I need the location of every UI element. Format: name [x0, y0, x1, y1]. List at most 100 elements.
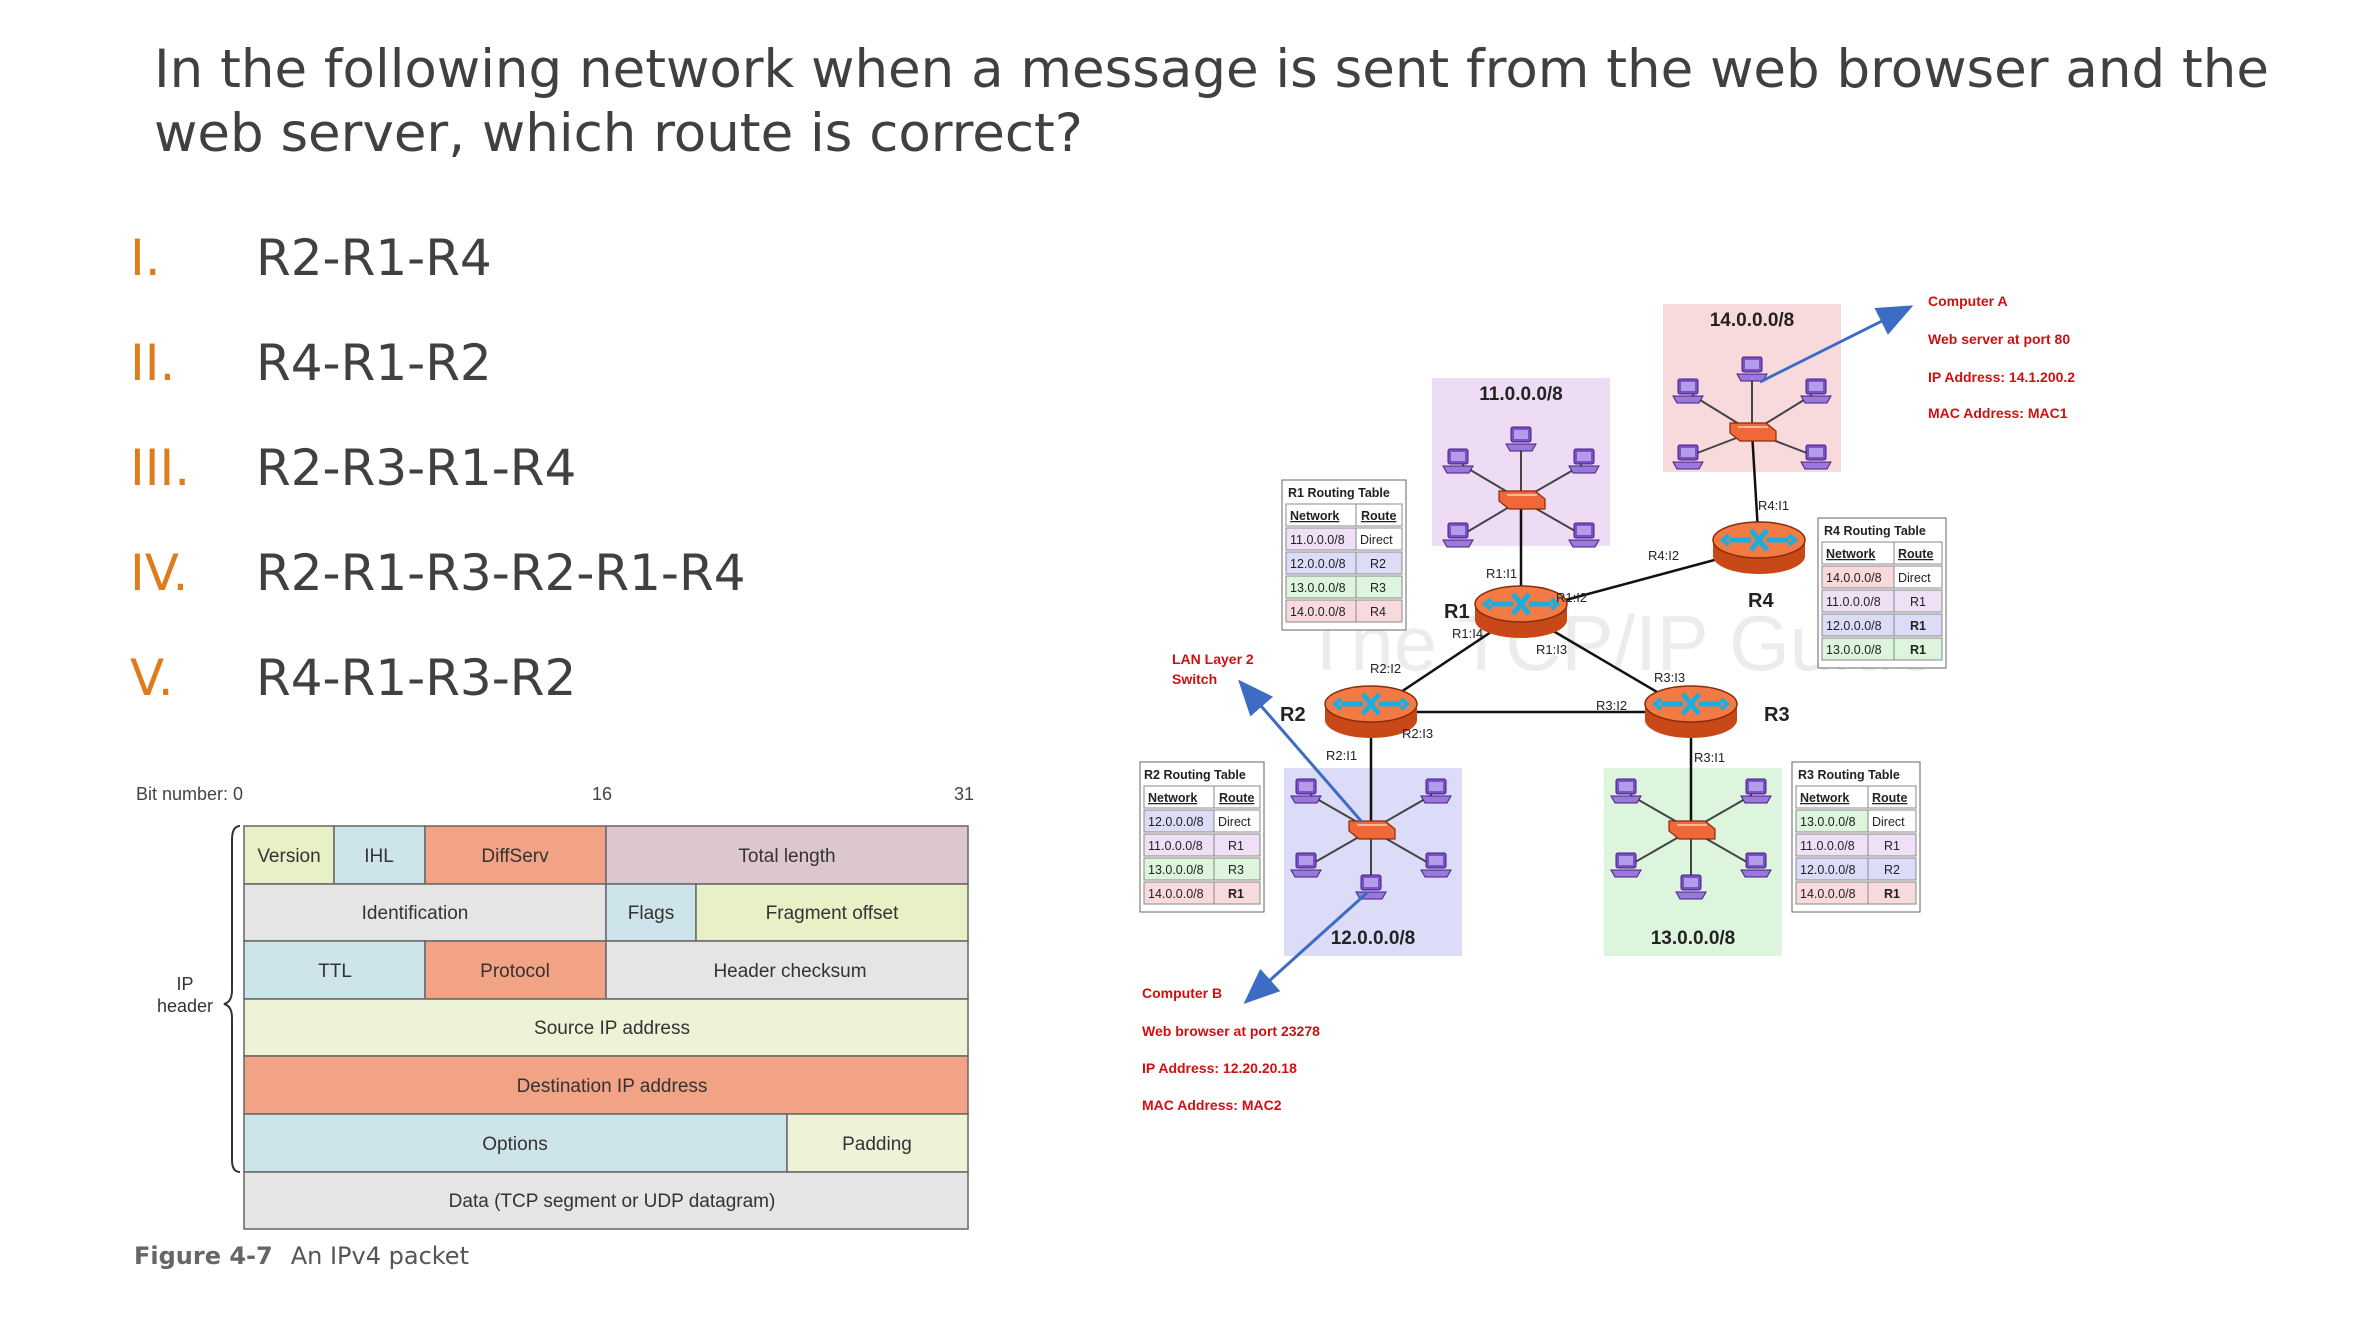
- interface-label: R1:I2: [1556, 590, 1587, 605]
- interface-label: R4:I2: [1648, 548, 1679, 563]
- network-12-label: 12.0.0.0/8: [1331, 928, 1416, 949]
- field-flags-label: Flags: [628, 903, 674, 924]
- ip-header-label: IP: [176, 974, 193, 994]
- table-cell: R1: [1228, 887, 1244, 901]
- option-number: IV.: [130, 543, 189, 602]
- table-cell: R3: [1228, 863, 1244, 877]
- option-2[interactable]: II. R4-R1-R2: [130, 310, 746, 415]
- option-4[interactable]: IV. R2-R1-R3-R2-R1-R4: [130, 520, 746, 625]
- field-data: [243, 1171, 969, 1230]
- interface-label: R1:I4: [1452, 626, 1483, 641]
- table-cell: 11.0.0.0/8: [1826, 595, 1881, 609]
- r2-routing-table: R2 Routing Table Network Route 12.0.0.0/…: [1139, 761, 1265, 913]
- field-identification-label: Identification: [362, 903, 469, 924]
- table-cell: 12.0.0.0/8: [1826, 619, 1882, 633]
- option-1[interactable]: I. R2-R1-R4: [130, 205, 746, 310]
- table-cell: 11.0.0.0/8: [1148, 839, 1203, 853]
- field-ihl-label: IHL: [364, 846, 394, 867]
- option-text: R4-R1-R2: [256, 333, 492, 392]
- lan-switch-label: LAN Layer 2: [1172, 651, 1254, 667]
- router-r2-label: R2: [1280, 704, 1306, 726]
- option-3[interactable]: III. R2-R3-R1-R4: [130, 415, 746, 520]
- computer-a-mac: MAC Address: MAC1: [1928, 405, 2068, 421]
- table-cell: R2: [1370, 557, 1386, 571]
- table-cell: R1: [1910, 619, 1926, 633]
- interface-label: R2:I2: [1370, 661, 1401, 676]
- router-r4-icon: [1713, 522, 1805, 574]
- option-text: R2-R3-R1-R4: [256, 438, 577, 497]
- table-cell: 14.0.0.0/8: [1148, 887, 1204, 901]
- interface-label: R2:I1: [1326, 748, 1357, 763]
- field-identification: [243, 883, 607, 942]
- option-number: II.: [130, 333, 176, 392]
- arrow-to-lan-switch: [1238, 679, 1364, 823]
- interface-label: R3:I2: [1596, 698, 1627, 713]
- option-text: R2-R1-R3-R2-R1-R4: [256, 543, 746, 602]
- field-total-length: [605, 825, 969, 885]
- interface-label: R3:I1: [1694, 750, 1725, 765]
- table-header: Route: [1898, 547, 1933, 561]
- network-diagram: The TCP/IP Guide 11.0.0.0/8: [1139, 293, 2075, 1113]
- table-cell: Direct: [1218, 815, 1251, 829]
- table-cell: 14.0.0.0/8: [1826, 571, 1882, 585]
- router-r1-icon: [1475, 586, 1567, 638]
- option-5[interactable]: V.R4-R1-R3-R2: [130, 625, 746, 730]
- table-title: R1 Routing Table: [1288, 486, 1390, 500]
- option-number: III.: [130, 438, 191, 497]
- option-number: I.: [130, 228, 161, 287]
- table-cell: R1: [1228, 839, 1244, 853]
- table-cell: 12.0.0.0/8: [1148, 815, 1204, 829]
- field-diffserv-label: DiffServ: [481, 846, 549, 867]
- r1-routing-table: R1 Routing Table Network Route 11.0.0.0/…: [1281, 479, 1407, 631]
- bit-16-label: 16: [592, 784, 612, 804]
- table-cell: 13.0.0.0/8: [1148, 863, 1204, 877]
- table-cell: 14.0.0.0/8: [1290, 605, 1346, 619]
- field-padding-label: Padding: [842, 1134, 912, 1155]
- computer-a-name: Computer A: [1928, 293, 2008, 309]
- table-cell: R1: [1884, 887, 1900, 901]
- table-title: R2 Routing Table: [1144, 768, 1246, 782]
- table-header: Route: [1361, 509, 1396, 523]
- interface-label: R2:I3: [1402, 726, 1433, 741]
- arrow-to-computer-a: [1759, 305, 1914, 384]
- router-r3-icon: [1645, 686, 1737, 738]
- arrow-to-computer-b: [1243, 890, 1370, 1005]
- table-cell: R4: [1370, 605, 1386, 619]
- ip-header-brace: [223, 825, 241, 1173]
- bit-31-label: 31: [954, 784, 974, 804]
- table-cell: R2: [1884, 863, 1900, 877]
- field-flags: [605, 883, 697, 942]
- option-text: R2-R1-R4: [256, 228, 492, 287]
- table-header: Network: [1290, 509, 1339, 523]
- table-cell: Direct: [1898, 571, 1931, 585]
- router-r3-label: R3: [1764, 704, 1790, 726]
- computer-b-name: Computer B: [1142, 985, 1222, 1001]
- switch-icon: [1348, 820, 1396, 840]
- bit-number-label: Bit number: 0: [136, 784, 243, 804]
- field-fragment-offset: [695, 883, 969, 942]
- ipv4-packet-diagram: Bit number: 0 16 31 IP header Version IH…: [136, 784, 974, 1230]
- table-cell: Direct: [1872, 815, 1905, 829]
- table-cell: 12.0.0.0/8: [1800, 863, 1856, 877]
- field-version-label: Version: [257, 846, 320, 867]
- field-ttl-label: TTL: [318, 961, 352, 982]
- computer-b-mac: MAC Address: MAC2: [1142, 1097, 1282, 1113]
- question-text: In the following network when a message …: [154, 39, 2269, 164]
- table-header: Route: [1872, 791, 1907, 805]
- router-r4-label: R4: [1748, 590, 1774, 612]
- table-cell: 13.0.0.0/8: [1290, 581, 1346, 595]
- lan-switch-label: Switch: [1172, 671, 1217, 687]
- ip-header-label: header: [157, 996, 213, 1016]
- table-cell: 11.0.0.0/8: [1290, 533, 1345, 547]
- table-header: Route: [1219, 791, 1254, 805]
- field-padding: [786, 1113, 969, 1173]
- table-cell: 14.0.0.0/8: [1800, 887, 1856, 901]
- table-cell: R1: [1910, 595, 1926, 609]
- computer-b-ip: IP Address: 12.20.20.18: [1142, 1060, 1297, 1076]
- table-cell: Direct: [1360, 533, 1393, 547]
- field-version: [243, 825, 335, 885]
- field-destination-ip-label: Destination IP address: [517, 1076, 708, 1097]
- table-cell: 11.0.0.0/8: [1800, 839, 1855, 853]
- switch-icon: [1729, 422, 1777, 442]
- field-source-ip-label: Source IP address: [534, 1018, 690, 1039]
